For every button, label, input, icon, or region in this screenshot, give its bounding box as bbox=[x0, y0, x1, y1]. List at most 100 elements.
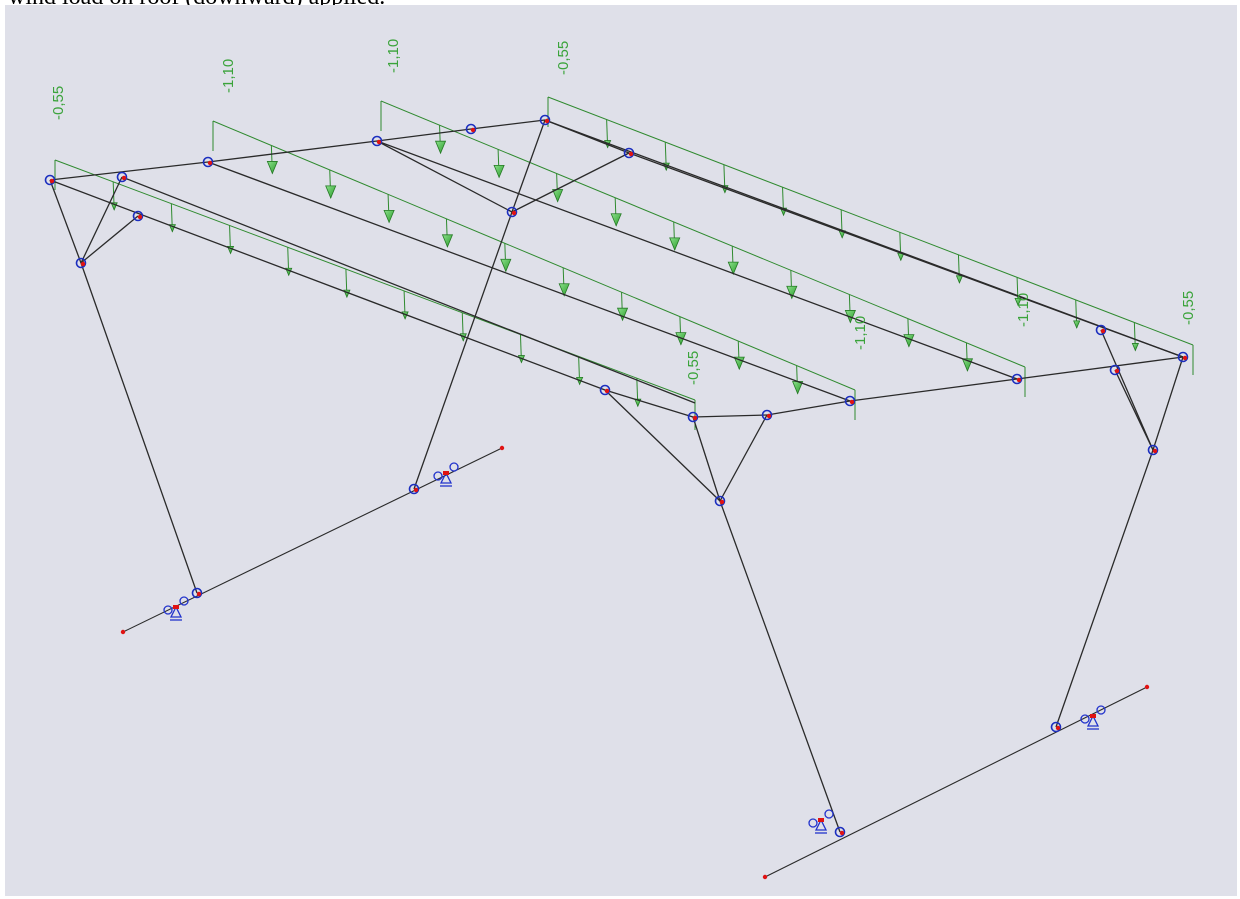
node-17 bbox=[1109, 364, 1121, 376]
load-arrow-head bbox=[266, 161, 278, 175]
member-16 bbox=[766, 400, 851, 416]
support-hinge bbox=[1080, 714, 1090, 724]
node-ring bbox=[1095, 324, 1107, 336]
node-dot bbox=[207, 160, 213, 166]
ground-beam-right bbox=[764, 686, 1148, 878]
node-dot bbox=[719, 499, 725, 505]
node-ring bbox=[1177, 351, 1189, 363]
load-arrow-head bbox=[1014, 297, 1022, 307]
node-dot bbox=[49, 178, 55, 184]
node-dot bbox=[511, 210, 517, 216]
support-icon-4 bbox=[1080, 705, 1106, 730]
support-hinge bbox=[449, 462, 459, 472]
support-hinge bbox=[808, 818, 818, 828]
node-ring bbox=[371, 135, 383, 147]
load-value-label-1: -0,55 bbox=[50, 86, 67, 120]
member-15 bbox=[692, 414, 768, 418]
support-hinge bbox=[179, 596, 189, 606]
support-anchor bbox=[443, 471, 449, 475]
load-value-label-6: -1,10 bbox=[852, 316, 869, 350]
member-30 bbox=[376, 140, 1018, 380]
support-triangle bbox=[814, 818, 828, 831]
node-18 bbox=[1095, 324, 1107, 336]
node-21 bbox=[191, 587, 203, 599]
load-value-label-3: -1,10 bbox=[385, 39, 402, 73]
node-23 bbox=[834, 826, 846, 838]
node-1 bbox=[44, 174, 56, 186]
node-ring bbox=[132, 210, 144, 222]
member-4 bbox=[470, 119, 546, 130]
load-arrow-head bbox=[325, 185, 337, 199]
beam-end-dot-1 bbox=[120, 629, 126, 635]
node-14 bbox=[1011, 373, 1023, 385]
load-top-line bbox=[212, 120, 856, 391]
node-ring bbox=[539, 114, 551, 126]
load-top-line bbox=[54, 159, 696, 401]
node-ring bbox=[408, 483, 420, 495]
member-24 bbox=[1152, 356, 1184, 451]
load-strip-4 bbox=[547, 96, 1194, 375]
member-19 bbox=[604, 389, 721, 502]
load-top-line bbox=[547, 96, 1194, 346]
member-7 bbox=[80, 176, 123, 264]
node-20 bbox=[1147, 444, 1159, 456]
node-layer bbox=[44, 114, 1189, 880]
node-4 bbox=[539, 114, 551, 126]
member-13 bbox=[413, 211, 513, 490]
load-arrow-head bbox=[727, 261, 739, 276]
member-32 bbox=[628, 152, 1184, 358]
support-triangle bbox=[1086, 714, 1100, 727]
member-8 bbox=[80, 215, 139, 264]
load-label-layer: -0,55-1,10-1,10-0,55-0,55-1,10-1,10-0,55 bbox=[50, 39, 1197, 385]
load-arrow-head bbox=[1073, 320, 1081, 329]
support-icon-3 bbox=[808, 809, 834, 834]
node-dot bbox=[604, 388, 610, 394]
support-anchor bbox=[1090, 714, 1096, 718]
node-ring bbox=[116, 171, 128, 183]
member-27 bbox=[49, 179, 606, 391]
member-3 bbox=[376, 128, 472, 142]
node-11 bbox=[599, 384, 611, 396]
load-strip-1 bbox=[54, 159, 696, 430]
load-arrow-head bbox=[441, 234, 454, 248]
load-arrow-head bbox=[493, 164, 505, 179]
member-22 bbox=[719, 500, 841, 833]
load-strip-3 bbox=[380, 100, 1026, 397]
member-21 bbox=[719, 414, 768, 502]
node-dot bbox=[1100, 328, 1106, 334]
node-ring bbox=[465, 123, 477, 135]
load-value-label-5: -0,55 bbox=[685, 351, 702, 385]
support-triangle bbox=[169, 605, 183, 618]
node-22 bbox=[408, 483, 420, 495]
structure-diagram[interactable]: -0,55-1,10-1,10-0,55-0,55-1,10-1,10-0,55 bbox=[5, 5, 1237, 896]
load-arrow-head bbox=[434, 140, 447, 155]
load-value-label-4: -0,55 bbox=[555, 41, 572, 75]
node-19 bbox=[714, 495, 726, 507]
load-arrow-head bbox=[383, 209, 395, 224]
node-dot bbox=[1114, 368, 1120, 374]
node-dot bbox=[849, 399, 855, 405]
member-20 bbox=[692, 416, 721, 502]
load-value-label-7: -1,10 bbox=[1015, 293, 1032, 327]
node-ring bbox=[599, 384, 611, 396]
support-icon-1 bbox=[163, 596, 189, 621]
node-15 bbox=[1177, 351, 1189, 363]
member-6 bbox=[49, 179, 82, 264]
member-29 bbox=[207, 161, 851, 402]
model-viewport[interactable]: -0,55-1,10-1,10-0,55-0,55-1,10-1,10-0,55 bbox=[5, 5, 1237, 896]
node-ring bbox=[1050, 721, 1062, 733]
node-dot bbox=[137, 214, 143, 220]
node-16 bbox=[761, 409, 773, 421]
node-dot bbox=[839, 830, 845, 836]
load-top-line bbox=[380, 100, 1026, 368]
member-1 bbox=[49, 161, 209, 181]
node-ring bbox=[202, 156, 214, 168]
node-ring bbox=[191, 587, 203, 599]
node-dot bbox=[1182, 355, 1188, 361]
node-ring bbox=[1011, 373, 1023, 385]
member-2 bbox=[207, 140, 378, 163]
node-dot bbox=[121, 175, 127, 181]
load-arrow-head bbox=[786, 285, 798, 300]
node-10 bbox=[506, 206, 518, 218]
support-icon-2 bbox=[433, 462, 459, 487]
